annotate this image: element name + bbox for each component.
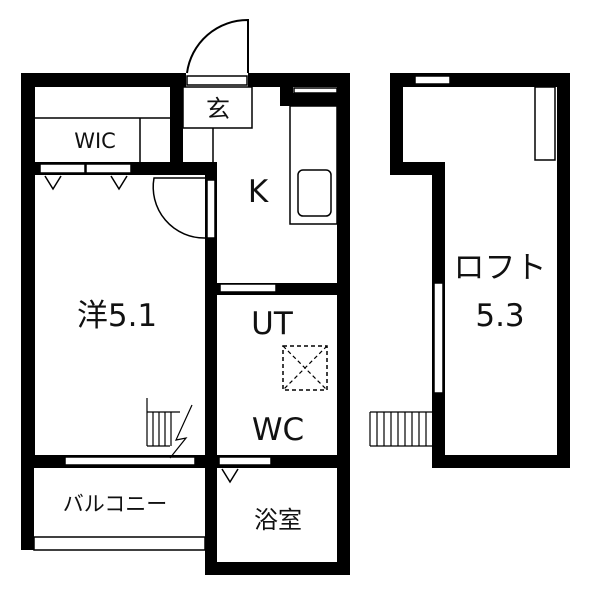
room-label-kitchen: K xyxy=(248,174,269,210)
room-label-balcony: バルコニー xyxy=(63,492,168,516)
room-label-utility: UT xyxy=(251,306,294,342)
interior-lines xyxy=(33,86,338,551)
room-label-loft: ロフト xyxy=(454,250,547,286)
ventilation-icon xyxy=(282,345,328,391)
room-label-bathroom: 浴室 xyxy=(254,506,302,534)
sink-icon xyxy=(297,169,332,217)
room-label-entrance: 玄 xyxy=(206,95,230,123)
stairs-icon xyxy=(146,398,193,459)
loft-stairs-icon xyxy=(369,411,432,447)
closet-door-marker xyxy=(44,175,62,191)
entrance-door xyxy=(186,18,249,74)
loft-windows xyxy=(414,75,556,394)
windows xyxy=(39,75,338,466)
ventilation-cross xyxy=(282,345,328,391)
room-label-loft-size: 5.3 xyxy=(475,298,524,334)
room-label-wic: WIC xyxy=(74,129,116,153)
room-label-toilet: WC xyxy=(252,412,304,448)
room-label-western-room: 洋5.1 xyxy=(77,298,157,334)
